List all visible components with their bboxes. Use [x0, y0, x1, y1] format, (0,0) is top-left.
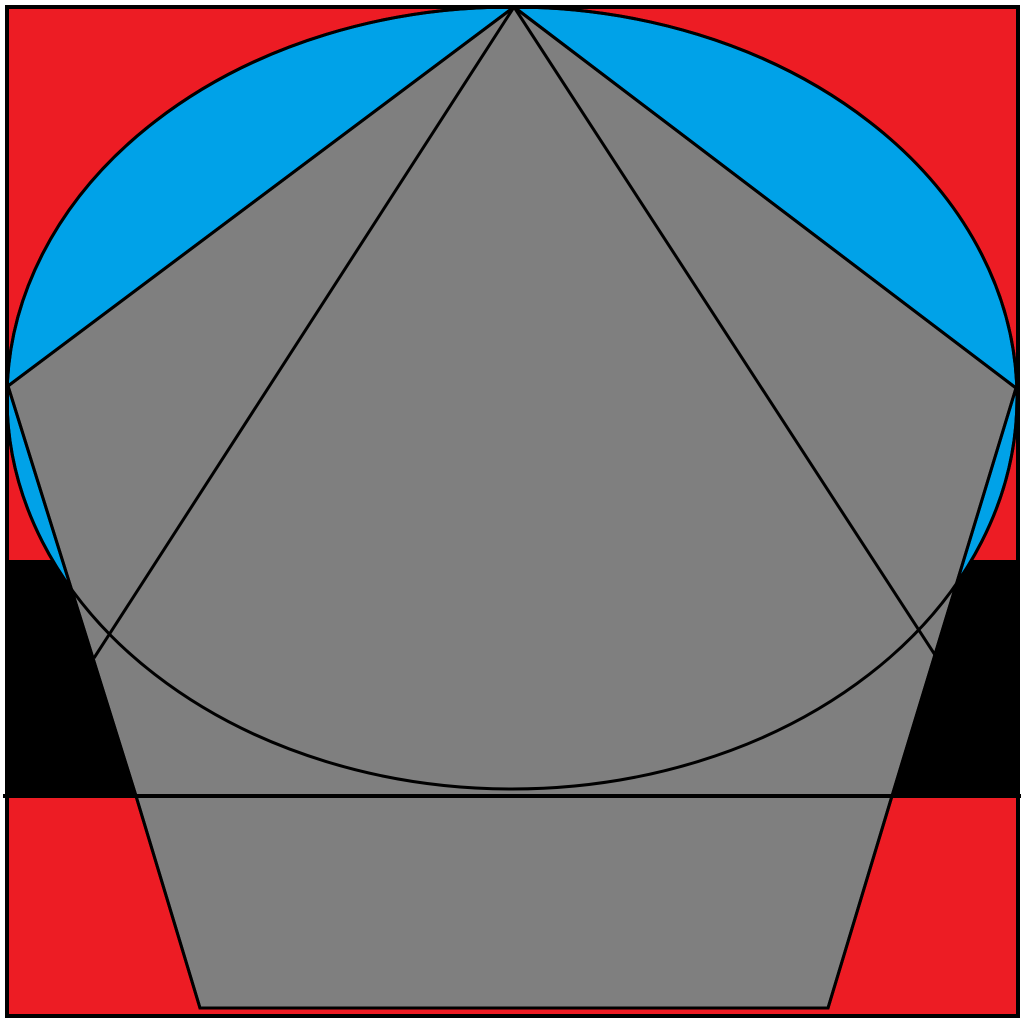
outer-square-outline — [5, 5, 1020, 1018]
apex-right-line — [512, 6, 939, 659]
apex-left-line — [92, 6, 516, 659]
trapezoid-outline — [133, 794, 895, 1010]
gray-trapezoid — [133, 794, 895, 1010]
